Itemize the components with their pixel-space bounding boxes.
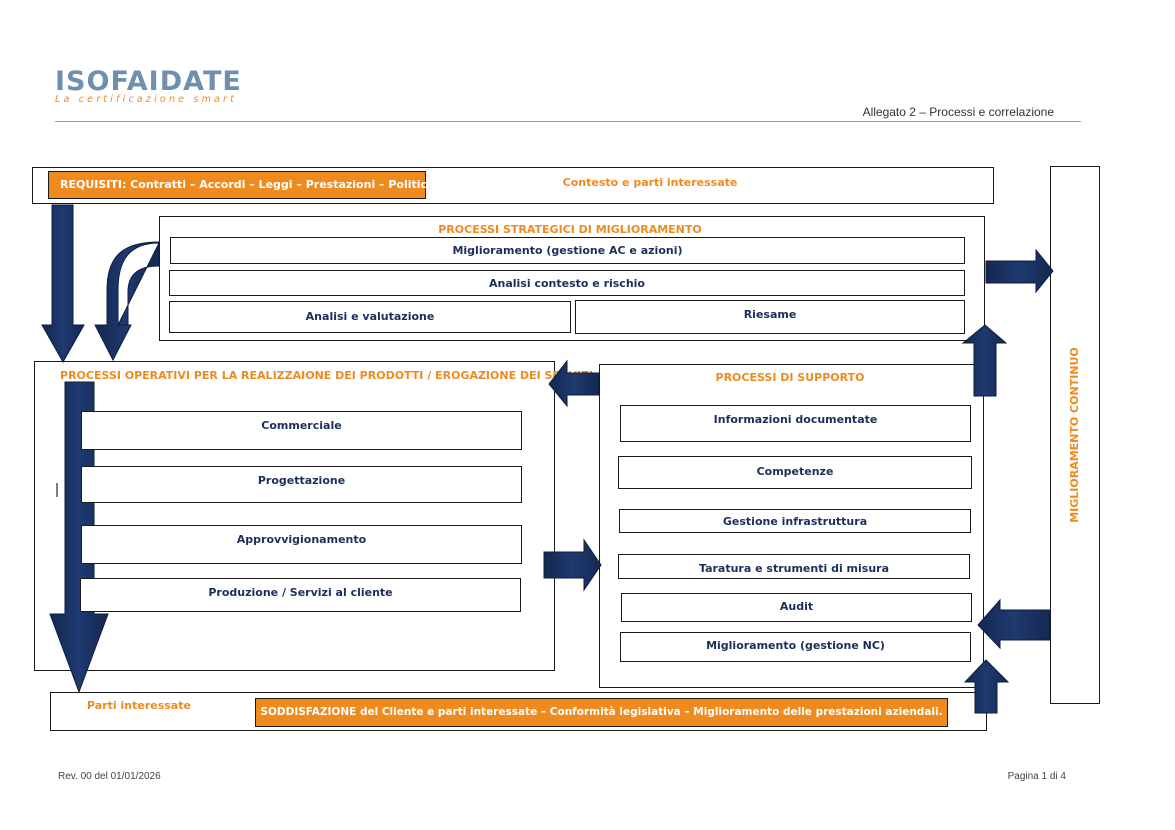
requirements-box: REQUISITI: Contratti – Accordi – Leggi –… (48, 171, 474, 199)
operative-item: Commerciale (81, 411, 522, 450)
logo: ISOFAIDATE La certificazione smart (55, 66, 255, 114)
document-title: Allegato 2 – Processi e correlazione (862, 105, 1054, 119)
up-arrow (963, 659, 1010, 714)
stakeholders-label: Parti interessate (87, 699, 191, 712)
revision-label: Rev. 00 del 01/01/2026 (58, 771, 161, 782)
support-item: Taratura e strumenti di misura (618, 554, 970, 579)
right-arrow (985, 248, 1054, 294)
up-arrow (961, 324, 1008, 397)
operative-item: Produzione / Servizi al cliente (80, 578, 521, 612)
support-item: Competenze (618, 456, 972, 489)
support-item: Miglioramento (gestione NC) (620, 632, 971, 662)
strategic-item: Riesame (575, 300, 965, 334)
continuous-improvement-box (1050, 166, 1100, 704)
right-arrow (543, 538, 602, 592)
strategic-processes-title: PROCESSI STRATEGICI DI MIGLIORAMENTO (438, 223, 702, 236)
page-number: Pagina 1 di 4 (1007, 771, 1066, 782)
requirements-label: REQUISITI: Contratti – Accordi – Leggi –… (60, 178, 475, 191)
logo-text: ISOFAIDATE (55, 66, 242, 97)
logo-tagline: La certificazione smart (55, 94, 238, 105)
left-arrow (977, 598, 1051, 650)
header-rule (55, 121, 1081, 122)
down-arrow (41, 204, 85, 364)
operative-item: Progettazione (81, 466, 522, 503)
left-arrow (548, 359, 600, 408)
strategic-item: Miglioramento (gestione AC e azioni) (170, 237, 965, 264)
operative-processes-title: PROCESSI OPERATIVI PER LA REALIZZAIONE D… (60, 369, 594, 382)
strategic-item: Analisi e valutazione (169, 301, 571, 333)
context-label: Contesto e parti interessate (562, 176, 738, 189)
strategic-item: Analisi contesto e rischio (169, 270, 965, 296)
support-processes-title: PROCESSI DI SUPPORTO (715, 371, 865, 384)
curved-arrow (94, 241, 160, 362)
support-item: Gestione infrastruttura (619, 509, 971, 533)
support-item: Informazioni documentate (620, 405, 971, 442)
satisfaction-label: SODDISFAZIONE del Cliente e parti intere… (260, 706, 943, 718)
satisfaction-box: SODDISFAZIONE del Cliente e parti intere… (255, 698, 948, 727)
support-item: Audit (621, 593, 972, 622)
operative-item: Approvvigionamento (81, 525, 522, 564)
